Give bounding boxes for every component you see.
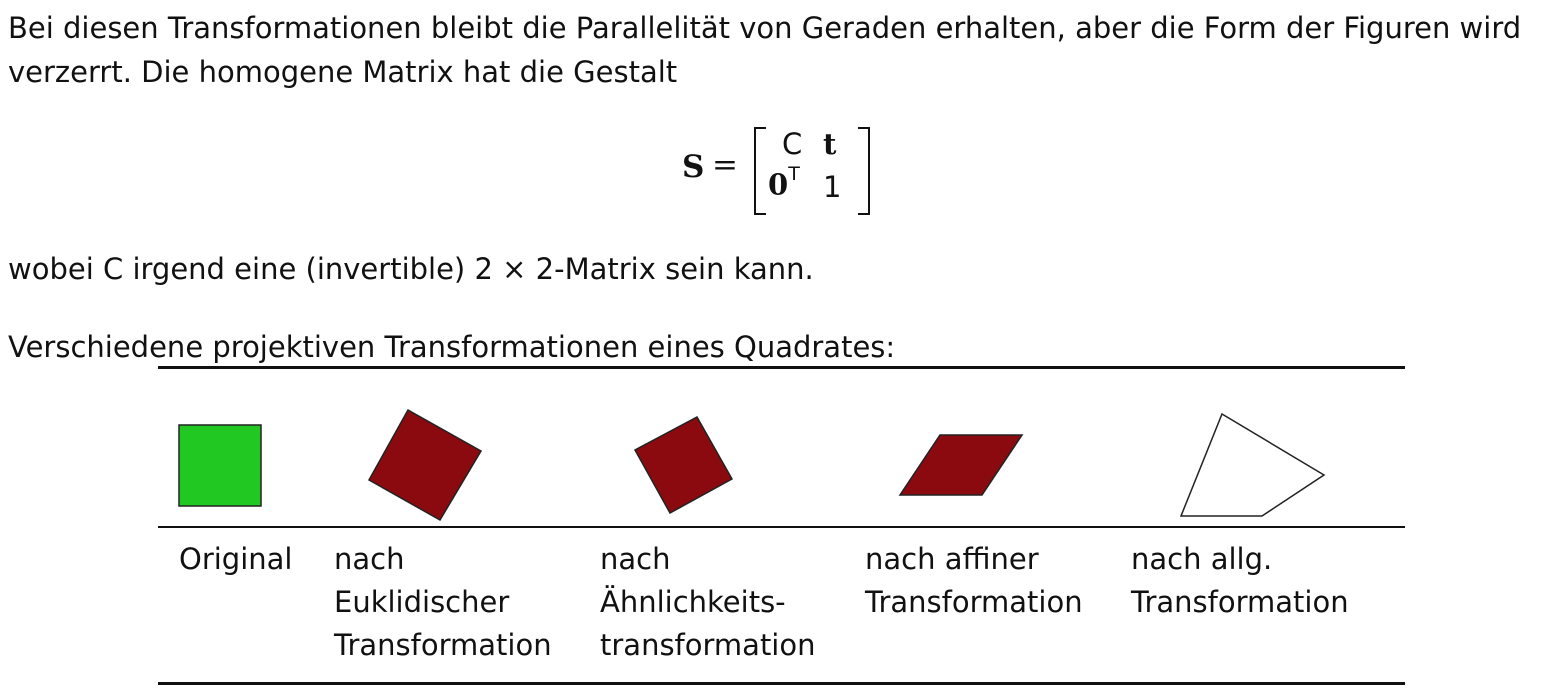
matrix-symbol: S: [682, 149, 705, 185]
affine-parallelogram: [898, 434, 1024, 496]
caption-affine: nach affiner Transformation: [865, 538, 1083, 624]
left-bracket: [754, 127, 766, 215]
caption-line: nach allg.: [1131, 542, 1273, 576]
table-mid-rule: [158, 526, 1405, 528]
caption-general: nach allg. Transformation: [1131, 538, 1349, 624]
caption-line: Original: [179, 542, 293, 576]
matrix-explanation: wobei C irgend eine (invertible) 2 × 2-M…: [8, 252, 814, 286]
similarity-transformed-square: [633, 415, 734, 515]
table-intro: Verschiedene projektiven Transformatione…: [8, 330, 896, 364]
equals-sign: =: [712, 147, 738, 183]
transpose-superscript: T: [788, 163, 800, 185]
table-top-rule: [158, 366, 1405, 369]
matrix-cell-one: 1: [823, 170, 842, 204]
caption-line: nach: [600, 542, 671, 576]
caption-euclidean: nach Euklidischer Transformation: [334, 538, 552, 667]
intro-line-2: verzerrt. Die homogene Matrix hat die Ge…: [8, 55, 678, 89]
caption-similarity: nach Ähnlichkeits- transformation: [600, 538, 816, 667]
caption-line: Transformation: [865, 585, 1083, 619]
caption-line: Euklidischer: [334, 585, 510, 619]
caption-line: nach affiner: [865, 542, 1039, 576]
euclidean-transformed-square: [367, 408, 483, 522]
table-bottom-rule: [158, 682, 1405, 685]
intro-paragraph: Bei diesen Transformationen bleibt die P…: [8, 6, 1521, 94]
caption-line: nach: [334, 542, 405, 576]
zero-vector: 0: [768, 167, 789, 202]
intro-line-1: Bei diesen Transformationen bleibt die P…: [8, 11, 1522, 45]
original-square: [178, 424, 262, 507]
homogeneous-matrix-equation: S = C t 0T 1: [682, 127, 882, 217]
caption-line: transformation: [600, 628, 816, 662]
matrix-cell-zero-transpose: 0T: [768, 163, 800, 202]
caption-line: Ähnlichkeits-: [600, 585, 786, 619]
general-transformed-quadrilateral: [1179, 412, 1326, 517]
matrix-cell-t: t: [823, 127, 837, 161]
caption-original: Original: [179, 538, 292, 581]
caption-line: Transformation: [334, 628, 552, 662]
matrix-cell-c: C: [782, 127, 803, 161]
right-bracket: [858, 127, 870, 215]
caption-line: Transformation: [1131, 585, 1349, 619]
